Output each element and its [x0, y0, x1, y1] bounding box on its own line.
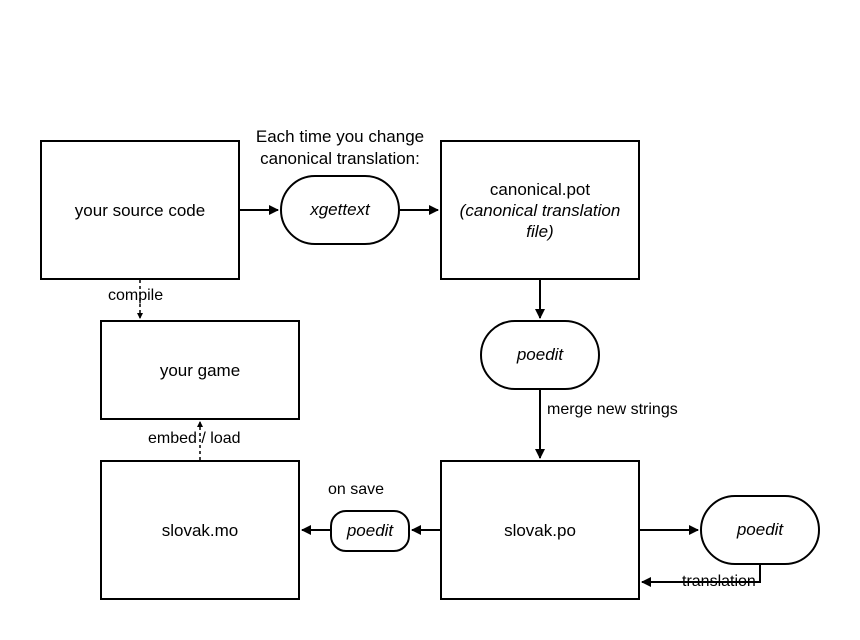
each-time-annotation: Each time you change canonical translati…: [255, 127, 425, 168]
poedit-merge-label: poedit: [516, 345, 564, 364]
compile-edge-label: compile: [108, 287, 164, 304]
poedit-save-label: poedit: [346, 521, 394, 540]
poedit-translate-label: poedit: [736, 520, 784, 539]
on-save-edge-label: on save: [328, 481, 385, 498]
embed-load-edge-label: embed / load: [148, 430, 241, 447]
translation-edge-label: translation: [682, 573, 756, 590]
slovak-po-label: slovak.po: [504, 520, 576, 540]
poedit-merge-node: poedit: [480, 320, 600, 390]
your-game-node: your game: [100, 320, 300, 420]
source-code-node: your source code: [40, 140, 240, 280]
slovak-mo-label: slovak.mo: [161, 520, 239, 540]
xgettext-node: xgettext: [280, 175, 400, 245]
slovak-mo-node: slovak.mo: [100, 460, 300, 600]
poedit-save-node: poedit: [330, 510, 410, 552]
merge-edge-label: merge new strings: [547, 401, 678, 418]
xgettext-label: xgettext: [310, 200, 370, 219]
edge-poedit-translate-to-po: [641, 565, 761, 587]
canonical-pot-subtitle: (canonical translation file): [459, 200, 621, 241]
source-code-label: your source code: [74, 200, 206, 220]
canonical-pot-title: canonical.pot: [489, 179, 591, 199]
your-game-label: your game: [159, 360, 241, 380]
poedit-translate-node: poedit: [700, 495, 820, 565]
slovak-po-node: slovak.po: [440, 460, 640, 600]
canonical-pot-node: canonical.pot (canonical translation fil…: [440, 140, 640, 280]
